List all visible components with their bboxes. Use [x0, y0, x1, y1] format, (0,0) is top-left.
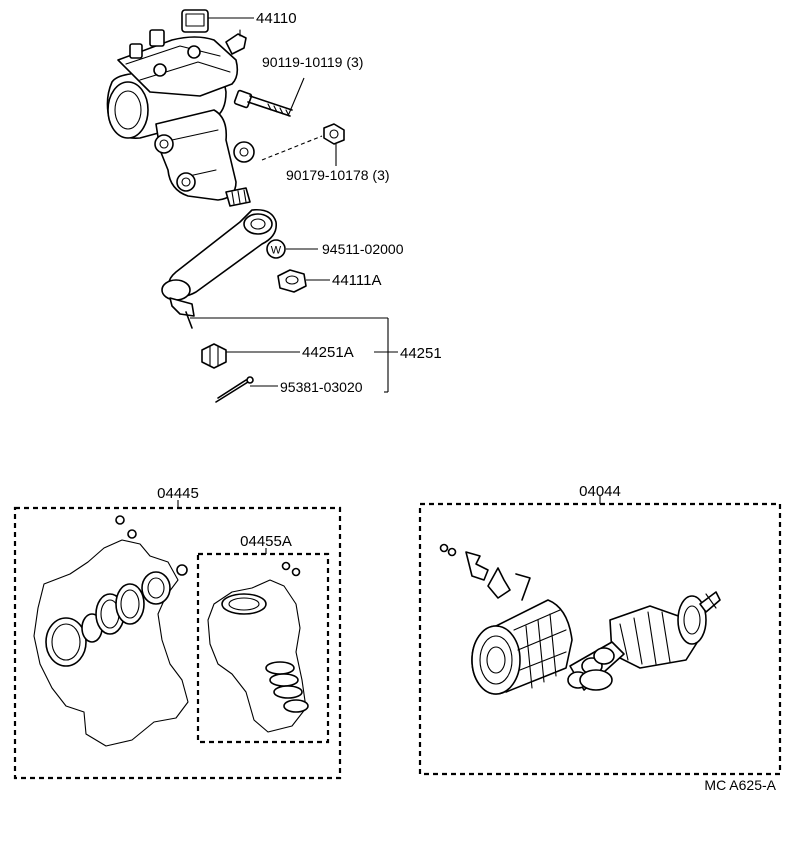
castle-nut-part	[201, 343, 227, 369]
flange-nut-part	[323, 123, 345, 145]
label-cotter-pin: 95381-03020	[280, 379, 363, 395]
steering-gear-housing	[106, 9, 255, 207]
gasket-kit-box: 04445	[13, 485, 342, 780]
boot-kit-box: 04044	[418, 483, 782, 776]
pitman-arm	[161, 208, 278, 329]
label-nut: 90179-10178 (3)	[286, 167, 390, 183]
label-washer: 94511-02000	[322, 241, 404, 257]
bolt-part	[233, 89, 293, 117]
label-bolt: 90119-10119 (3)	[262, 54, 363, 70]
label-tie-rod-end: 44251	[400, 345, 442, 362]
label-gasket-kit-sub: 04455A	[240, 533, 292, 550]
label-castle-nut: 44251A	[302, 344, 354, 361]
washer-mark-text: W	[271, 245, 282, 257]
label-boot-kit: 04044	[579, 483, 621, 500]
cotter-pin-part	[215, 376, 254, 403]
washer-part: W	[266, 239, 286, 259]
diagram-code: MC A625-A	[704, 777, 776, 793]
gasket-kit-sub-box: 04455A	[196, 533, 330, 744]
arm-nut-part	[277, 269, 307, 293]
label-gear-housing: 44110	[256, 10, 297, 27]
label-arm-nut: 44111A	[332, 272, 382, 289]
label-gasket-kit: 04445	[157, 485, 199, 502]
leader-lines-top	[190, 17, 398, 393]
